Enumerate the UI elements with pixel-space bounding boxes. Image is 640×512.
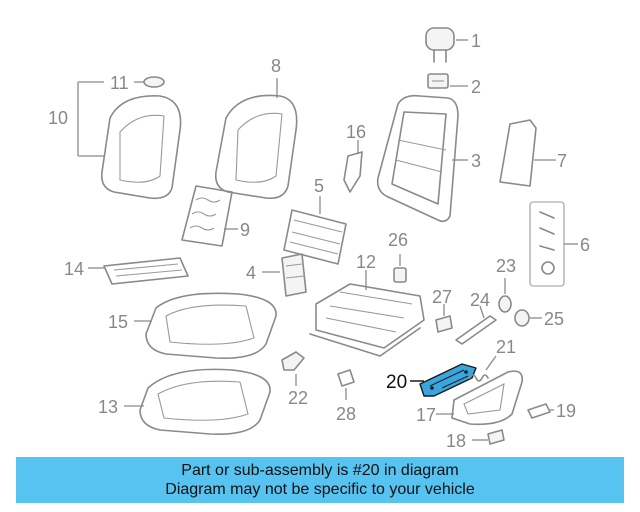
part-7-back-panel: 7 xyxy=(499,119,567,187)
callout-16: 16 xyxy=(346,122,366,142)
callout-7: 7 xyxy=(557,151,567,171)
callout-1: 1 xyxy=(471,31,481,51)
callout-23: 23 xyxy=(496,256,516,276)
part-20-highlighted: 20 xyxy=(386,363,477,397)
part-23-nut: 23 xyxy=(496,256,516,313)
seat-parts-diagram: 1 2 3 4 5 6 7 xyxy=(48,27,590,451)
part-4-lumbar-bracket: 4 xyxy=(246,253,307,297)
callout-21: 21 xyxy=(496,337,516,357)
part-25-knob: 25 xyxy=(514,309,564,329)
callout-11: 11 xyxy=(110,73,129,93)
callout-19: 19 xyxy=(556,401,576,421)
callout-28: 28 xyxy=(336,404,356,424)
part-16-trim-cover: 16 xyxy=(343,122,366,193)
part-8-seat-back-cover: 8 xyxy=(214,56,298,200)
part-22-bracket: 22 xyxy=(281,351,308,408)
part-13-seat-cushion-cover: 13 xyxy=(98,368,271,436)
callout-25: 25 xyxy=(544,309,564,329)
callout-12: 12 xyxy=(356,252,376,272)
banner-line-2: Diagram may not be specific to your vehi… xyxy=(165,481,475,498)
callout-3: 3 xyxy=(471,151,481,171)
part-12-seat-frame: 12 xyxy=(309,252,425,357)
callout-22: 22 xyxy=(288,388,308,408)
part-19-cover: 19 xyxy=(527,401,576,421)
callout-20: 20 xyxy=(386,372,407,393)
part-21-spring: 21 xyxy=(469,337,516,382)
part-26-switch: 26 xyxy=(388,230,408,283)
part-15-seat-cushion-pad: 15 xyxy=(108,292,277,360)
callout-5: 5 xyxy=(314,176,324,196)
callout-13: 13 xyxy=(98,397,118,417)
part-5-lumbar-support: 5 xyxy=(283,176,347,265)
callout-26: 26 xyxy=(388,230,408,250)
callout-10: 10 xyxy=(48,108,68,128)
callout-4: 4 xyxy=(246,263,256,283)
part-24-cable: 24 xyxy=(455,290,497,345)
banner-line-1: Part or sub-assembly is #20 in diagram xyxy=(181,462,459,479)
part-14-heater-pad: 14 xyxy=(64,257,189,285)
part-27-trim: 27 xyxy=(432,287,453,333)
part-10-seat-back-cushion: 10 xyxy=(48,81,182,200)
part-6-hardware-set: 6 xyxy=(529,201,590,287)
part-11-clip: 11 xyxy=(110,73,165,93)
part-17-side-shield: 17 xyxy=(416,370,524,426)
callout-6: 6 xyxy=(580,235,590,255)
part-9-back-pad: 9 xyxy=(181,185,250,247)
part-2-headrest-guide: 2 xyxy=(427,73,481,97)
info-banner: Part or sub-assembly is #20 in diagram D… xyxy=(16,457,624,503)
part-18-knob: 18 xyxy=(446,429,505,451)
callout-17: 17 xyxy=(416,405,436,425)
part-1-headrest: 1 xyxy=(425,27,481,63)
callout-15: 15 xyxy=(108,312,128,332)
part-28-clip: 28 xyxy=(336,369,356,424)
callout-24: 24 xyxy=(470,290,490,310)
callout-14: 14 xyxy=(64,259,84,279)
callout-18: 18 xyxy=(446,431,466,451)
part-3-seat-back-frame: 3 xyxy=(376,94,481,223)
callout-27: 27 xyxy=(432,287,452,307)
callout-9: 9 xyxy=(240,220,250,240)
callout-8: 8 xyxy=(271,56,281,76)
callout-2: 2 xyxy=(471,77,481,97)
